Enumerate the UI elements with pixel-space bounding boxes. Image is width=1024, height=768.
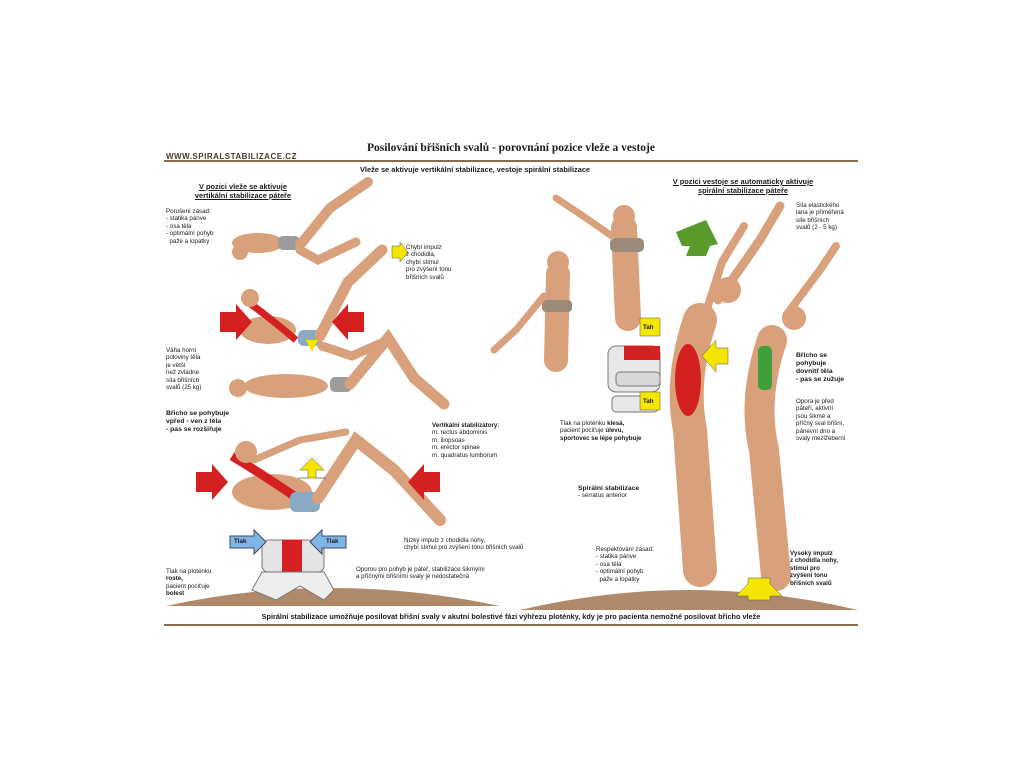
figure-standing-1 [490, 251, 572, 372]
figure-standing-4 [744, 242, 840, 591]
page-subtitle: Vleže se aktivuje vertikální stabilizace… [360, 165, 591, 174]
yellow-arrow-pull-top [639, 317, 661, 337]
figure-crunch-2 [229, 428, 446, 526]
left-low-impulse: Nízký impulz z chodidla nohy, chybí stim… [404, 537, 524, 552]
blue-arrow-right [309, 528, 347, 556]
left-vertical-stabilizers: Vertikální stabilizátory: m. rectus abdo… [432, 422, 500, 459]
green-arrow [676, 220, 718, 256]
site-logo: WWW.SPIRALSTABILIZACE.CZ [166, 152, 297, 161]
right-disc-note: Tlak na ploténku klesá, pacient pociťuje… [560, 420, 642, 442]
left-ground [166, 588, 500, 606]
figure-lying-2 [229, 328, 450, 410]
right-support-note: Opora je před páteří, aktivní jsou šikmé… [796, 398, 846, 443]
yellow-arrow-small [391, 241, 409, 263]
left-support-note: Oporou pro pohyb je páteř, stabilizace š… [356, 566, 485, 581]
pull-label-bottom: Tah [643, 398, 654, 405]
figure-standing-3 [669, 201, 785, 587]
pull-label-top: Tah [643, 324, 654, 331]
red-arrow-left-1 [220, 304, 252, 340]
right-heading-2: spirální stabilizace páteře [698, 186, 788, 195]
page-title: Posilování břišních svalů - porovnání po… [367, 142, 655, 154]
right-respect-list: Respektování zásad: - statika pánve - os… [596, 546, 654, 583]
right-band-note: Síla elastického lana je přiměřená síle … [796, 202, 844, 232]
right-spiral-note: Spirální stabilizace - serratus anterior [578, 485, 640, 500]
pressure-label-right: Tlak [326, 538, 339, 545]
red-arrow-right-2 [408, 464, 440, 500]
yellow-arrow-ground [735, 577, 783, 601]
pressure-label-left: Tlak [234, 538, 247, 545]
blue-arrow-left [229, 528, 267, 556]
red-arrow-left-2 [196, 464, 228, 500]
left-weight-note: Váha horní poloviny těla je větší než zv… [166, 347, 202, 392]
right-heading-1: V pozici vestoje se automaticky aktivuje [672, 177, 814, 186]
left-belly-note: Břicho se pohybuje vpřed - ven z těla - … [166, 410, 230, 433]
left-disc-note: Tlak na ploténku roste, pacient pociťuje… [166, 568, 212, 598]
yellow-arrow-pull-bottom [639, 391, 661, 411]
yellow-arrow-up [298, 457, 326, 479]
figure-crunch-1 [240, 244, 393, 361]
right-belly-note: Břicho se pohybuje dovnitř těla - pas se… [796, 352, 844, 383]
right-high-impulse: Vysoký impulz z chodidla nohy, stimul pr… [790, 550, 839, 587]
footer-rule [164, 624, 858, 626]
left-missing-impulse: Chybí impulz z chodidla, chybí stimul pr… [406, 244, 452, 281]
footer-note: Spirální stabilizace umožňuje posilovat … [261, 612, 761, 621]
header-rule [164, 160, 858, 162]
yellow-arrow-belly [701, 339, 729, 373]
left-heading-2: vertikální stabilizace páteře [194, 191, 292, 200]
red-arrow-right-1 [332, 304, 364, 340]
right-ground [520, 590, 858, 610]
figure-standing-2 [552, 194, 644, 331]
left-spine [251, 539, 335, 601]
figure-lying-1 [232, 177, 373, 266]
left-heading-1: V pozici vleže se aktivuje [199, 182, 287, 191]
left-violations: Porušení zásad: - statika pánve - osa tě… [166, 208, 214, 245]
